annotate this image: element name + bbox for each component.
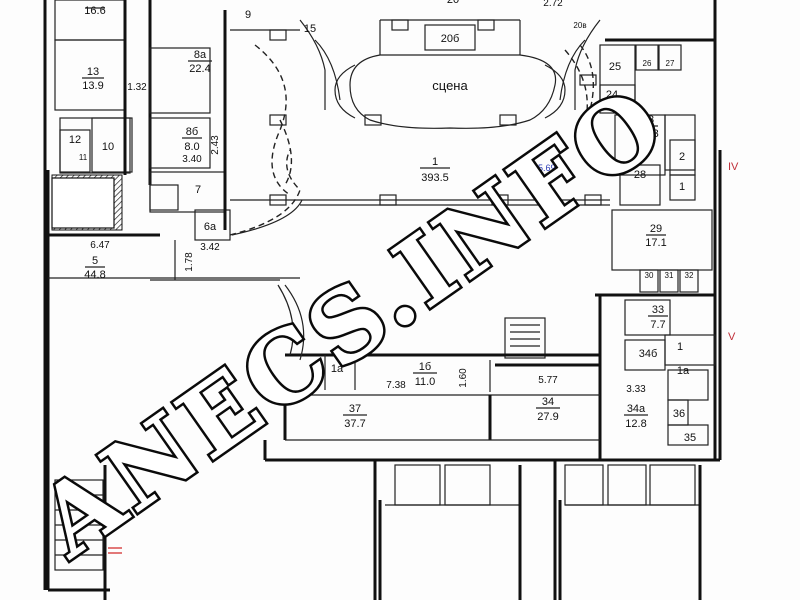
room-area: 16.3: [637, 128, 658, 140]
dimension-labels: 1.32 2.43 3.40 6.47 1.78 3.42 2.72 7.38 …: [90, 0, 646, 395]
staircase: [54, 479, 122, 571]
room-area: 11.0: [415, 376, 436, 388]
walls: [43, 0, 722, 600]
dimension: 1.78: [184, 252, 195, 272]
room-label: 8а: [194, 49, 207, 61]
room-label: 11: [79, 153, 88, 162]
room-label: 8б: [186, 126, 198, 138]
room-area: 7.7: [650, 319, 665, 331]
room-label: 27: [666, 59, 675, 68]
room-label: 1: [679, 181, 685, 193]
room-label: 25: [609, 61, 621, 73]
room-label: 20в: [573, 21, 586, 30]
room-label: 34б: [639, 348, 658, 360]
dimension: 7.38: [386, 380, 406, 391]
room-label: 9: [245, 9, 251, 21]
room-area: 27.9: [537, 411, 558, 423]
dimension: 5.77: [538, 375, 558, 386]
room-label: 6а: [204, 221, 217, 233]
dimension: 3.42: [200, 242, 220, 253]
right-rooms: [595, 38, 716, 460]
room-area: 393.5: [421, 172, 449, 184]
room-label: 10: [102, 141, 114, 153]
room-area: 22.4: [189, 63, 210, 75]
room-label: 31: [665, 271, 674, 280]
room-label: 32: [685, 271, 694, 280]
room-label: 36: [673, 408, 685, 420]
room-label: 5: [92, 255, 98, 267]
main-hall: [229, 19, 610, 236]
room-label: 1: [432, 156, 438, 168]
dimension: 1.60: [458, 368, 469, 388]
room-label: 34а: [627, 403, 646, 415]
dimension: 3.33: [626, 384, 646, 395]
room-label: 37: [349, 403, 361, 415]
room-area: 37.7: [344, 418, 365, 430]
room-label: 20б: [441, 33, 460, 45]
room-area: 8.0: [184, 141, 199, 153]
room-labels: 16.6 13 13.9 12 10 11 9 8а 22.4 8б 8.0 7…: [69, 0, 696, 444]
room-label: 13: [87, 66, 99, 78]
dimension: 3.40: [182, 154, 202, 165]
dimension: 2.43: [210, 135, 221, 155]
room-label: 12: [69, 134, 81, 146]
room-label: 30: [645, 271, 654, 280]
room-label: 1б: [419, 361, 431, 373]
room-area: 44.8: [84, 269, 105, 281]
room-label: 24: [606, 89, 618, 101]
axis-mark-iv: IV: [728, 161, 739, 173]
room-area: 12.8: [625, 418, 646, 430]
room-label: 35: [684, 432, 696, 444]
stage-label: сцена: [432, 78, 468, 93]
elevation-mark: -5.69: [535, 163, 556, 173]
room-label: 7: [195, 184, 201, 196]
dimension: 1.32: [127, 82, 147, 93]
room-label: 29: [650, 223, 662, 235]
room-label: 1а: [677, 365, 690, 377]
room-label: 2: [679, 151, 685, 163]
room-label: 1а: [331, 363, 344, 375]
room-area: 16.6: [84, 5, 105, 17]
room-label: 28: [634, 169, 646, 181]
room-label: 23: [642, 114, 654, 126]
room-label: 1: [677, 341, 683, 353]
dimension: 6.47: [90, 240, 110, 251]
room-label: 34: [542, 396, 554, 408]
stage: [299, 19, 601, 129]
dimension: 2.72: [543, 0, 563, 9]
room-label: 33: [652, 304, 664, 316]
left-rooms: [48, 0, 300, 281]
room-area: 17.1: [645, 237, 666, 249]
axis-mark-v: V: [728, 331, 736, 343]
lower-rooms: [277, 284, 600, 441]
room-label: 26: [643, 59, 652, 68]
room-area: 13.9: [82, 80, 103, 92]
room-label: 15: [304, 23, 316, 35]
watermark: ANECS.INFO: [18, 64, 686, 579]
room-label: 20: [447, 0, 459, 6]
